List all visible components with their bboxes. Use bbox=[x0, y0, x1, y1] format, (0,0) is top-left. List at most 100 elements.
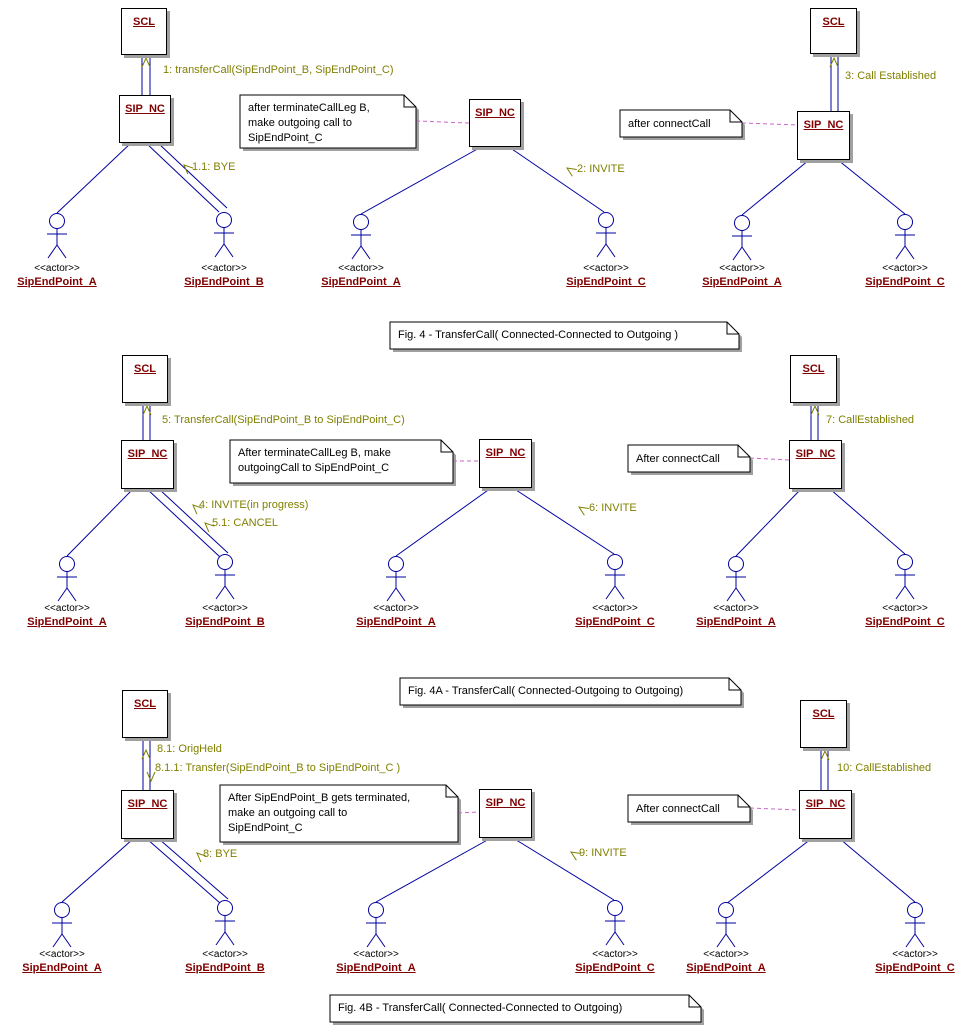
note-anchor-lines bbox=[415, 120, 800, 814]
actor-figure-sipendpoint-b bbox=[214, 900, 236, 946]
message-invite-2: 2: INVITE bbox=[577, 163, 625, 175]
actor-figure-sipendpoint-a bbox=[731, 215, 753, 261]
actor-figure-sipendpoint-c bbox=[595, 212, 617, 258]
actor-figure-sipendpoint-a bbox=[350, 214, 372, 260]
fig4b-sipnc-node-right: SIP_NC bbox=[799, 790, 852, 839]
fig4a-sipnc-actorB-link2 bbox=[158, 488, 229, 554]
fig4-sipnc-actorB-link bbox=[145, 142, 220, 213]
actor-figure-sipendpoint-b bbox=[214, 554, 236, 600]
message-invite-9: 9: INVITE bbox=[579, 847, 627, 859]
fig4b-sipnc2-actorA-link bbox=[375, 837, 492, 903]
actor-stereotype-label: <<actor>> bbox=[713, 603, 759, 614]
message-invite-6: 6: INVITE bbox=[589, 502, 637, 514]
fig4-sipnc-node-middle: SIP_NC bbox=[469, 99, 521, 147]
fig4a-sipnc2-actorC-link bbox=[512, 487, 615, 555]
fig4b-sipnc2-actorC-link bbox=[512, 837, 615, 901]
fig4a-sipnc3-actorA-link bbox=[735, 488, 802, 557]
fig4b-sipnc-actorA-link bbox=[61, 838, 134, 903]
message-cancel-5-1: 5.1: CANCEL bbox=[212, 517, 279, 529]
actor-stereotype-label: <<actor>> bbox=[592, 949, 638, 960]
fig4a-sipnc-node-right: SIP_NC bbox=[789, 440, 842, 489]
actor-name-sipendpoint-a: SipEndPoint_A bbox=[336, 962, 416, 974]
actor-name-sipendpoint-c: SipEndPoint_C bbox=[865, 616, 945, 628]
actor-figure-sipendpoint-a bbox=[715, 902, 737, 948]
fig4-sipnc2-actorA-link bbox=[360, 146, 482, 215]
fig4a-sipnc-node-middle: SIP_NC bbox=[479, 439, 532, 488]
actor-stereotype-label: <<actor>> bbox=[34, 263, 80, 274]
actor-stereotype-label: <<actor>> bbox=[202, 603, 248, 614]
message-transfer-8-1-1: 8.1.1: Transfer(SipEndPoint_B to SipEndP… bbox=[155, 762, 401, 774]
fig4b-sipnc-node-left: SIP_NC bbox=[121, 790, 174, 839]
actor-figure-sipendpoint-b bbox=[213, 212, 235, 258]
fig4a-sipnc-actorA-link bbox=[66, 488, 134, 557]
fig4-sipnc-node-right: SIP_NC bbox=[797, 111, 850, 160]
actor-figure-sipendpoint-c bbox=[604, 900, 626, 946]
fig4a-note-make-outgoing-call: After terminateCallLeg B, make outgoingC… bbox=[238, 447, 391, 474]
actor-name-sipendpoint-a: SipEndPoint_A bbox=[686, 962, 766, 974]
fig4-sipnc-actorB-link2 bbox=[157, 142, 228, 209]
actor-stereotype-label: <<actor>> bbox=[44, 603, 90, 614]
actor-name-sipendpoint-a: SipEndPoint_A bbox=[17, 276, 97, 288]
actor-name-sipendpoint-a: SipEndPoint_A bbox=[321, 276, 401, 288]
fig4b-sipnc-node-middle: SIP_NC bbox=[479, 789, 532, 838]
scl-node-label: SCL bbox=[812, 708, 835, 720]
scl-node-label: SCL bbox=[822, 16, 845, 28]
actor-name-sipendpoint-c: SipEndPoint_C bbox=[865, 276, 945, 288]
fig4b-scl-node-right: SCL bbox=[800, 700, 847, 748]
actor-name-sipendpoint-a: SipEndPoint_A bbox=[356, 616, 436, 628]
actor-stereotype-label: <<actor>> bbox=[703, 949, 749, 960]
sipnc-node-label: SIP_NC bbox=[485, 447, 526, 459]
actor-stereotype-label: <<actor>> bbox=[202, 949, 248, 960]
sipnc-node-label: SIP_NC bbox=[125, 103, 165, 115]
fig4a-sipnc-actorB-link bbox=[146, 488, 221, 558]
fig4b-sipnc3-actorC-link bbox=[839, 838, 916, 903]
actor-stereotype-label: <<actor>> bbox=[882, 603, 928, 614]
actor-stereotype-label: <<actor>> bbox=[373, 603, 419, 614]
message-transfercall-1: 1: transferCall(SipEndPoint_B, SipEndPoi… bbox=[163, 64, 394, 76]
fig4a-scl-node-right: SCL bbox=[790, 355, 837, 403]
sipnc-node-label: SIP_NC bbox=[485, 797, 526, 809]
fig4-scl-node: SCL bbox=[121, 8, 167, 55]
sipnc-node-label: SIP_NC bbox=[805, 798, 846, 810]
fig4-sipnc-node-left: SIP_NC bbox=[119, 95, 171, 143]
message-transfercall-5: 5: TransferCall(SipEndPoint_B to SipEndP… bbox=[162, 414, 405, 426]
fig4b-note-connect-call: After connectCall bbox=[636, 803, 720, 815]
actor-stereotype-label: <<actor>> bbox=[892, 949, 938, 960]
sipnc-node-label: SIP_NC bbox=[127, 798, 168, 810]
actor-stereotype-label: <<actor>> bbox=[583, 263, 629, 274]
fig4b-sipnc-actorB-link2 bbox=[158, 838, 229, 900]
scl-node-label: SCL bbox=[133, 16, 155, 28]
actor-name-sipendpoint-a: SipEndPoint_A bbox=[27, 616, 107, 628]
actor-name-sipendpoint-a: SipEndPoint_A bbox=[696, 616, 776, 628]
message-invite-in-progress-4: 4: INVITE(in progress) bbox=[199, 499, 309, 511]
actor-stereotype-label: <<actor>> bbox=[201, 263, 247, 274]
actor-name-sipendpoint-b: SipEndPoint_B bbox=[185, 962, 265, 974]
note-folds bbox=[403, 95, 750, 1008]
arrowhead-msg2 bbox=[564, 164, 578, 177]
actor-stereotype-label: <<actor>> bbox=[353, 949, 399, 960]
fig4b-note-make-outgoing-call: After SipEndPoint_B gets terminated, mak… bbox=[228, 792, 411, 834]
scl-node-label: SCL bbox=[802, 363, 825, 375]
actor-figure-sipendpoint-c bbox=[894, 554, 916, 600]
actor-stereotype-label: <<actor>> bbox=[338, 263, 384, 274]
actor-name-sipendpoint-b: SipEndPoint_B bbox=[185, 616, 265, 628]
actor-figure-sipendpoint-c bbox=[894, 214, 916, 260]
actor-stereotype-label: <<actor>> bbox=[719, 263, 765, 274]
association-lines bbox=[56, 54, 916, 905]
fig4a-sipnc2-actorA-link bbox=[395, 487, 492, 557]
message-origheld-8-1: 8.1: OrigHeld bbox=[157, 743, 222, 755]
note-bodies bbox=[219, 94, 751, 1023]
fig4-note-make-outgoing-call: after terminateCallLeg B, make outgoing … bbox=[248, 102, 370, 144]
fig4b-sipnc3-actorA-link bbox=[725, 838, 812, 905]
fig4-sipnc2-actorC-link bbox=[508, 146, 605, 213]
fig4a-note-connect-call: After connectCall bbox=[636, 453, 720, 465]
message-call-established-10: 10: CallEstablished bbox=[837, 762, 932, 774]
note-shadows bbox=[223, 98, 753, 1025]
fig4-sipnc3-actorC-link bbox=[837, 159, 906, 215]
message-call-established-3: 3: Call Established bbox=[845, 70, 937, 82]
fig4b-caption: Fig. 4B - TransferCall( Connected-Connec… bbox=[338, 1002, 623, 1014]
actor-name-sipendpoint-a: SipEndPoint_A bbox=[22, 962, 102, 974]
actor-name-sipendpoint-c: SipEndPoint_C bbox=[575, 962, 655, 974]
fig4-scl-node-right: SCL bbox=[810, 8, 857, 54]
